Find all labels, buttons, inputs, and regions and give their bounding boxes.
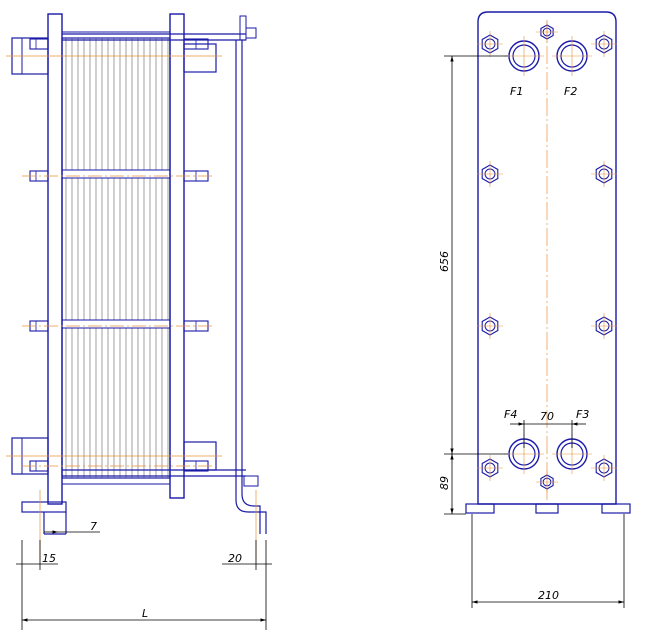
- foot-center: [535, 503, 559, 514]
- pressure-plate: [169, 13, 185, 499]
- port-label-f3: F3: [576, 408, 589, 421]
- dim-height: 656: [438, 251, 451, 272]
- side-centerlines: [6, 55, 257, 560]
- fixed-frame-plate: [21, 13, 67, 535]
- dim-bolt-offset: 7: [90, 520, 97, 533]
- foot-right: [601, 503, 631, 514]
- port-label-f2: F2: [564, 85, 577, 98]
- port-label-f4: F4: [504, 408, 517, 421]
- front-view: F1 F2 F4 F3 656 89 70 210: [438, 11, 631, 608]
- dim-length: L: [142, 607, 148, 620]
- port-label-f1: F1: [510, 85, 523, 98]
- dim-bottom-offset: 89: [438, 476, 451, 490]
- side-view: 7 15 20 L: [6, 13, 272, 630]
- front-bolts: [477, 21, 617, 493]
- support-column: [235, 40, 267, 534]
- bolt-nut-left: [29, 38, 49, 50]
- dim-width: 210: [538, 589, 559, 602]
- guide-bars: [62, 15, 257, 477]
- dim-port-spacing: 70: [540, 410, 554, 423]
- plate-pack: [61, 31, 171, 485]
- front-dimensions: [444, 55, 625, 608]
- dim-left-foot: 15: [42, 552, 56, 565]
- side-dimensions: [16, 530, 272, 630]
- foot-left: [465, 503, 495, 514]
- tie-bolts: [29, 38, 209, 472]
- dim-right-foot: 20: [228, 552, 242, 565]
